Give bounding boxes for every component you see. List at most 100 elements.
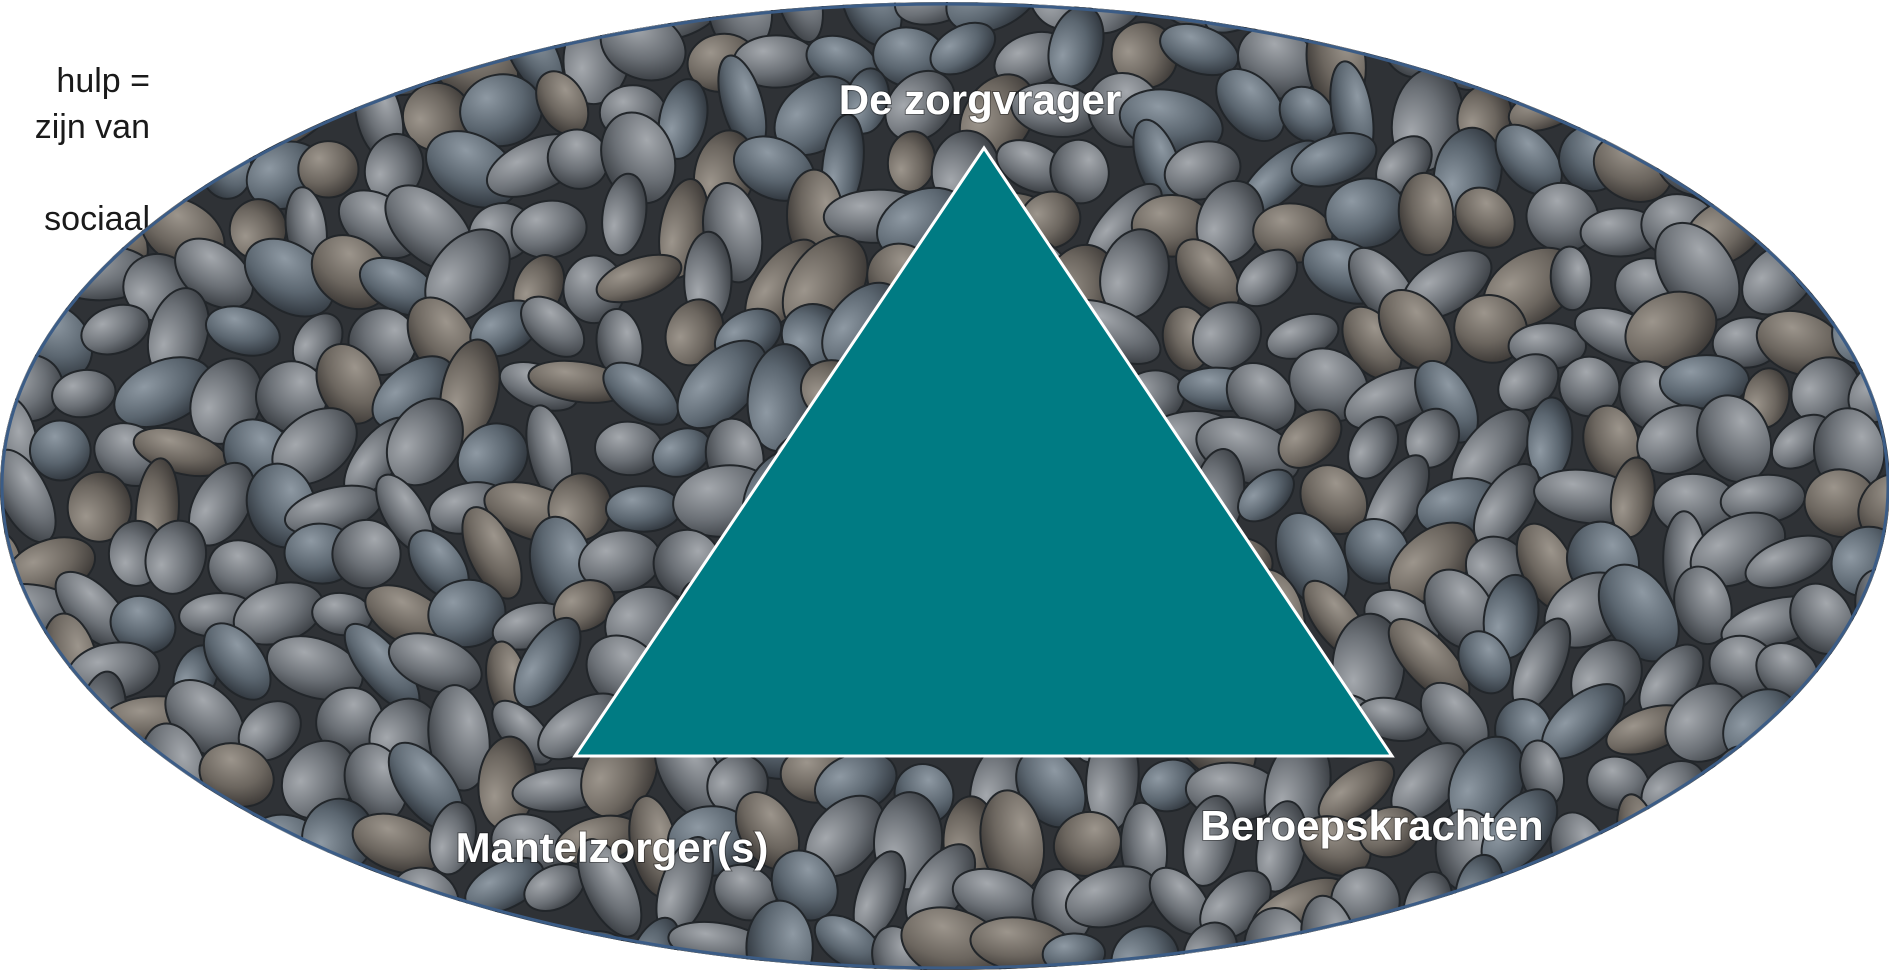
pebble <box>507 0 601 34</box>
pebble <box>1827 633 1889 733</box>
pebble <box>203 850 306 958</box>
pebble <box>359 0 410 31</box>
pebble <box>1459 0 1567 5</box>
pebble <box>102 816 214 879</box>
pebble <box>1570 0 1674 64</box>
pebble <box>1763 716 1848 829</box>
pebble <box>1779 782 1888 896</box>
pebble <box>279 911 386 972</box>
pebble <box>57 0 177 50</box>
pebble <box>1640 0 1719 30</box>
pebble <box>0 67 30 148</box>
pebble <box>0 845 5 932</box>
pebble <box>16 756 90 828</box>
pebble <box>245 16 321 92</box>
pebble <box>60 788 150 876</box>
pebble <box>1369 0 1469 48</box>
pebble <box>87 79 168 156</box>
pebble <box>0 124 78 218</box>
pebble <box>1866 0 1889 58</box>
pebble <box>0 7 19 92</box>
pebble <box>1598 910 1679 972</box>
pebble <box>1812 58 1882 154</box>
pebble <box>1507 0 1610 50</box>
pebble <box>48 9 131 97</box>
pebble <box>1884 854 1889 928</box>
pebble <box>40 906 133 972</box>
label-top-node: De zorgvrager <box>839 76 1121 123</box>
pebble <box>0 746 31 806</box>
pebble <box>2 8 62 99</box>
pebble <box>1884 629 1889 726</box>
pebble <box>1788 714 1889 837</box>
pebble <box>1838 788 1889 892</box>
pebble <box>1632 852 1733 927</box>
pebble <box>1746 0 1833 39</box>
pebble <box>1593 26 1704 107</box>
pebble <box>0 680 2 755</box>
pebble <box>196 0 283 56</box>
pebble <box>0 800 28 897</box>
pebble <box>0 240 21 321</box>
pebble <box>1724 129 1832 223</box>
pebble <box>1684 0 1766 52</box>
pebble <box>606 486 681 532</box>
pebble <box>1405 0 1529 16</box>
label-bottom-left-node: Mantelzorger(s) <box>456 824 769 871</box>
pebble <box>1852 240 1889 329</box>
pebble <box>1698 849 1788 944</box>
pebble <box>1831 0 1889 30</box>
pebble <box>1719 917 1824 972</box>
label-bottom-right-node: Beroepskrachten <box>1200 802 1543 849</box>
pebble <box>1791 690 1881 781</box>
pebble <box>1669 910 1762 972</box>
pebble <box>116 913 204 972</box>
pebble <box>479 916 550 972</box>
pebble <box>1621 62 1708 145</box>
pebble <box>1449 0 1547 43</box>
pebble <box>1530 904 1617 972</box>
pebble <box>274 851 368 944</box>
pebble <box>1735 807 1800 871</box>
pebble <box>0 0 6 43</box>
pebble <box>0 622 48 736</box>
pebble <box>0 0 17 28</box>
pebble <box>382 0 481 41</box>
pebble <box>87 863 180 938</box>
pebble <box>1826 664 1889 785</box>
pebble <box>1673 12 1744 103</box>
pebble <box>339 868 391 942</box>
pebble <box>1855 52 1889 155</box>
pebble <box>110 0 210 4</box>
pebble <box>25 64 107 148</box>
pebble <box>260 0 342 27</box>
pebble <box>1560 846 1677 945</box>
pebble <box>26 0 102 51</box>
pebble <box>1324 0 1410 34</box>
pebble <box>146 0 221 38</box>
pebble <box>144 854 232 940</box>
pebble <box>1788 6 1854 95</box>
pebble <box>1498 863 1595 948</box>
pebble <box>1814 846 1889 936</box>
pebble <box>1860 29 1889 98</box>
pebble <box>193 16 235 115</box>
pebble <box>1678 63 1777 181</box>
pebble <box>196 906 252 972</box>
pebble <box>175 67 220 138</box>
pebble <box>1533 6 1642 107</box>
pebble <box>30 853 99 948</box>
pebble <box>1783 126 1887 211</box>
pebble <box>1757 70 1850 145</box>
pebble <box>93 12 192 115</box>
pebble <box>0 178 32 267</box>
pebble <box>282 33 386 95</box>
pebble <box>67 141 142 204</box>
pebble <box>352 916 452 972</box>
pebble <box>0 913 6 972</box>
pebble <box>1873 311 1889 374</box>
pebble <box>1462 909 1560 972</box>
pebble <box>0 679 75 782</box>
pebble <box>1389 908 1509 972</box>
